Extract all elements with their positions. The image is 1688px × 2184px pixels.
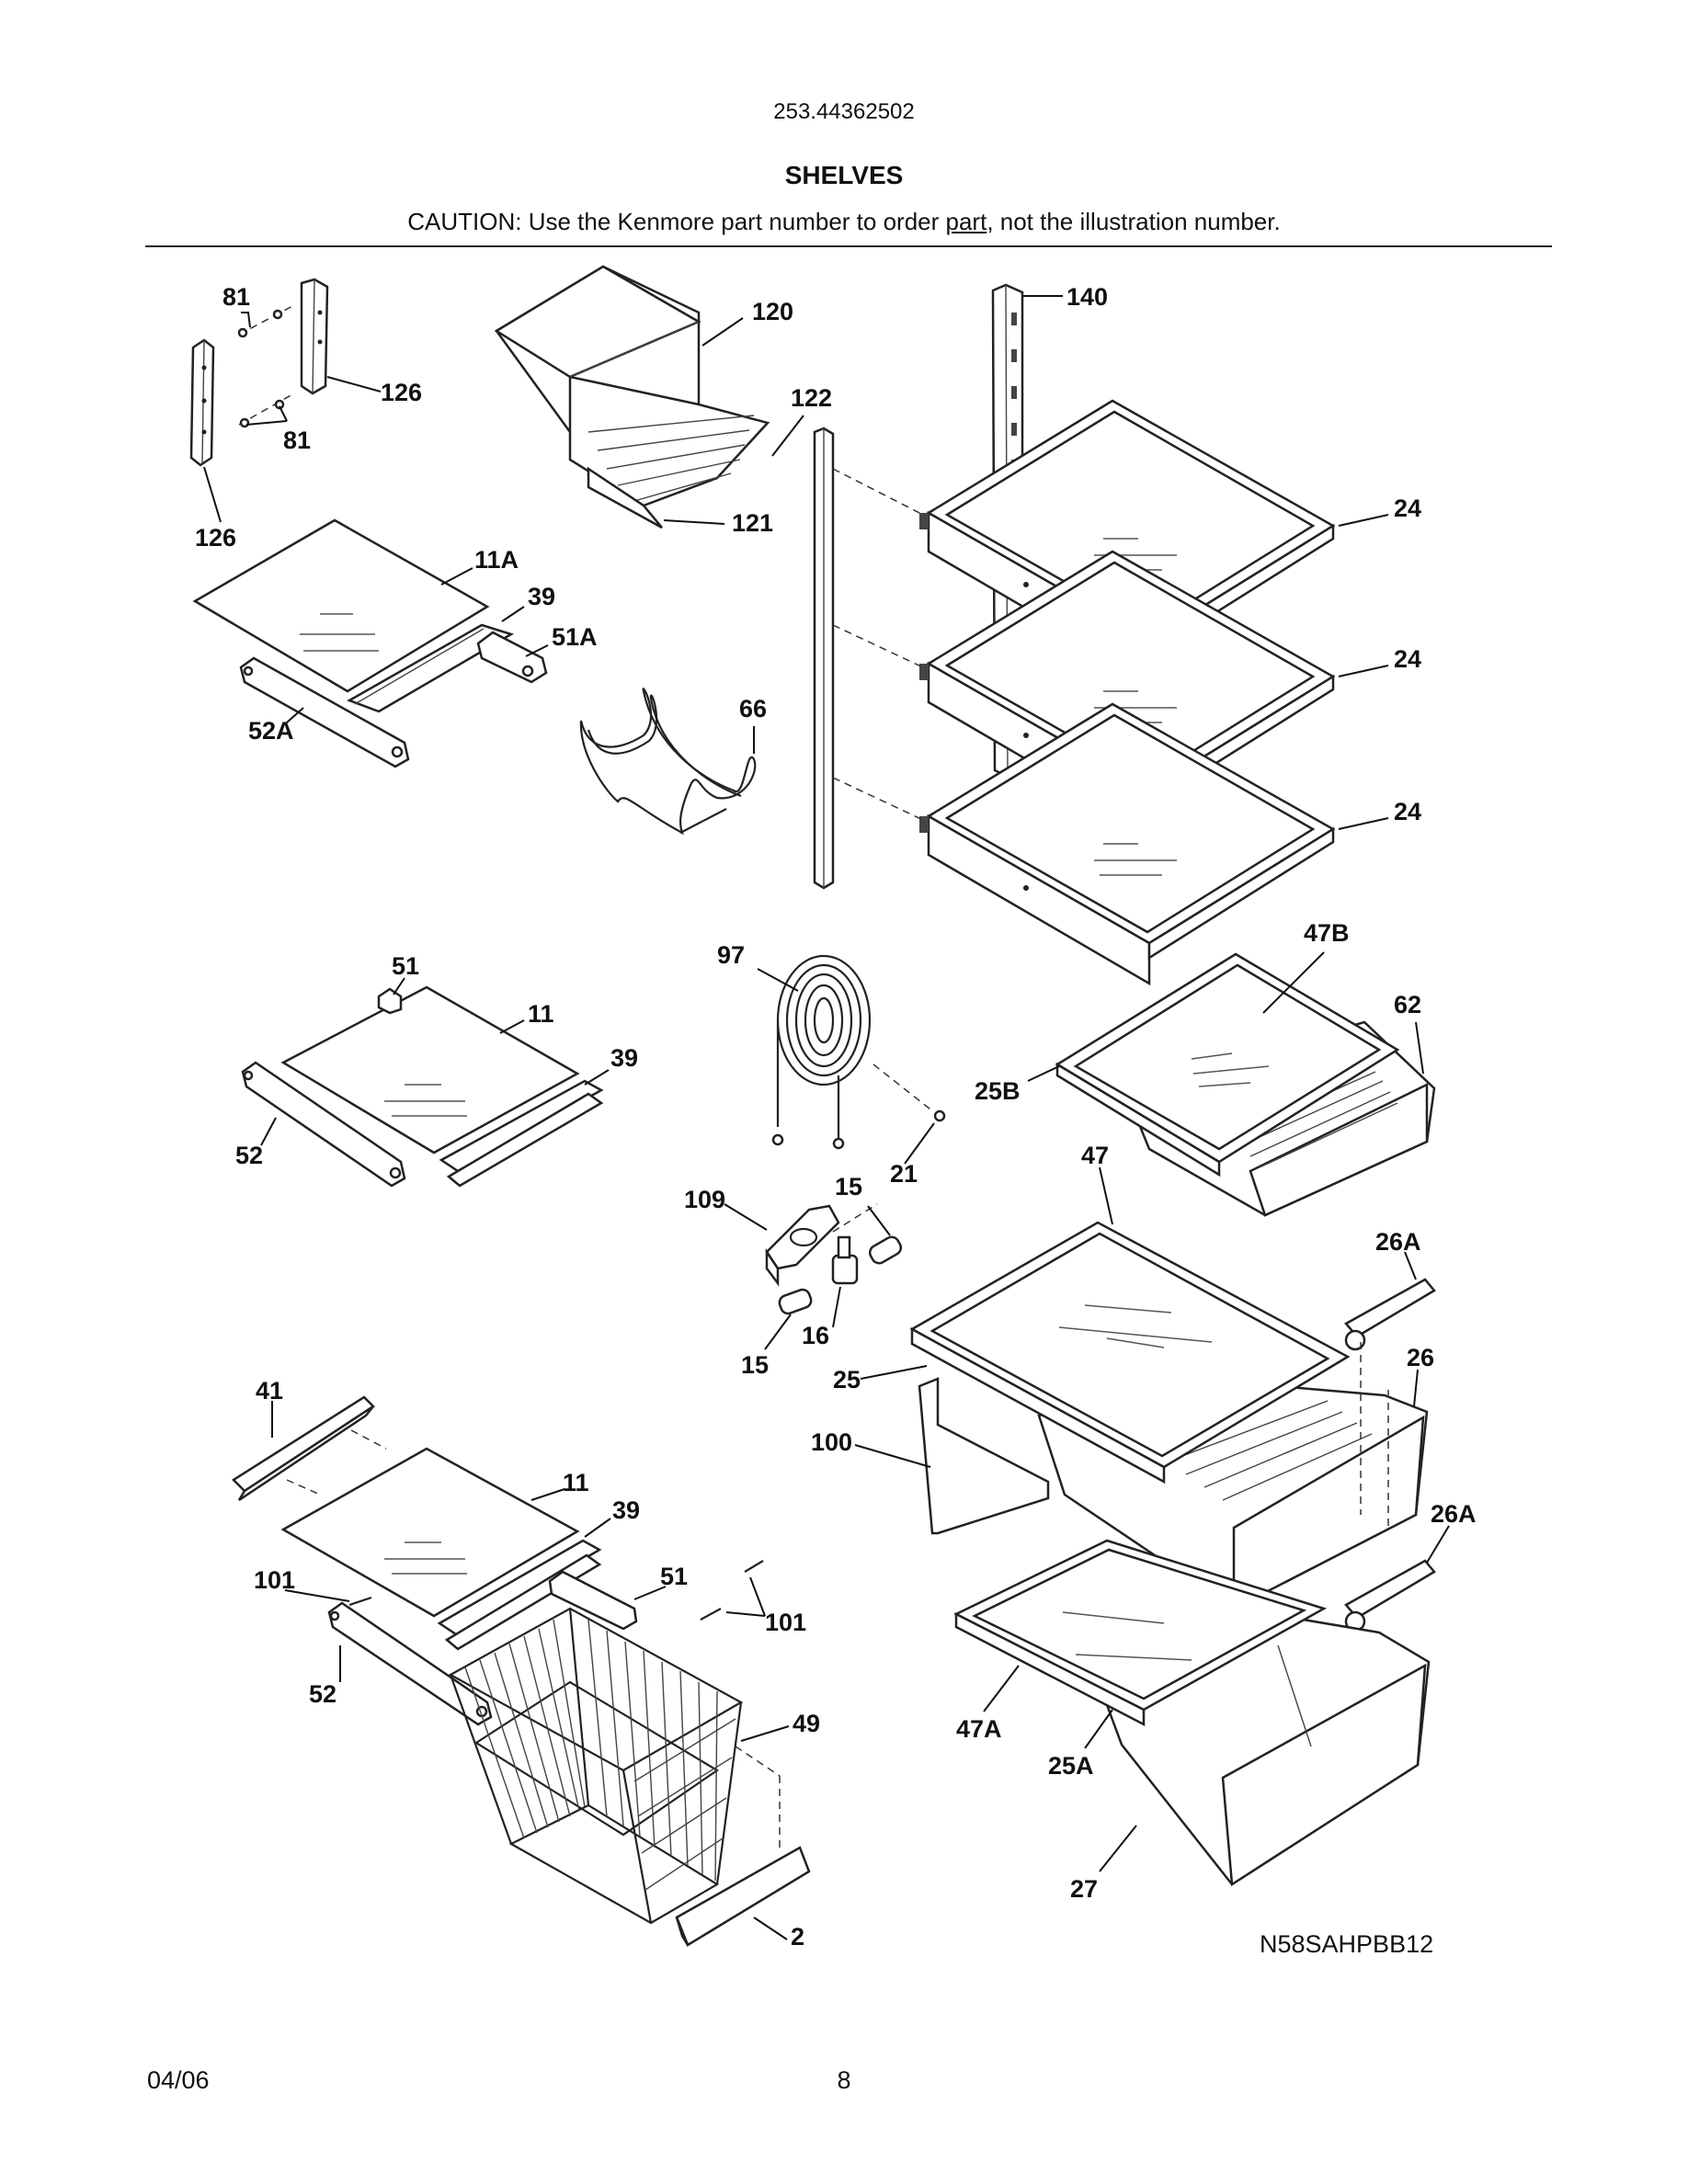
callout-39: 39 [528, 583, 555, 610]
model-number: 253.44362502 [773, 99, 915, 124]
callout-16: 16 [802, 1322, 829, 1349]
drawer-divider-100 [918, 1377, 1050, 1535]
callout-51A: 51A [552, 623, 598, 651]
callout-24: 24 [1394, 495, 1421, 522]
callout-52: 52 [309, 1680, 336, 1708]
page-title: SHELVES [784, 161, 904, 189]
caution-text-start: CAUTION: Use the Kenmore part number to … [407, 208, 946, 235]
rail-52A [239, 656, 410, 768]
callout-52A: 52A [248, 717, 294, 745]
callout-41: 41 [256, 1377, 283, 1405]
callout-47: 47 [1081, 1142, 1109, 1169]
trim-39-upper [347, 623, 515, 713]
callout-109: 109 [684, 1186, 725, 1213]
callout-52: 52 [235, 1142, 263, 1169]
callout-122: 122 [791, 384, 832, 412]
glass-shelf-11-lower [280, 1447, 580, 1618]
light-bulb-15-left [778, 1288, 813, 1315]
caution-note: CAUTION: Use the Kenmore part number to … [0, 208, 1688, 236]
bracket-126-left [189, 338, 215, 467]
bracket-126-right [300, 278, 329, 395]
callout-24: 24 [1394, 645, 1421, 673]
rail-52-lower [327, 1601, 493, 1726]
callout-126: 126 [195, 524, 236, 552]
callout-120: 120 [752, 298, 793, 325]
callout-26A: 26A [1375, 1228, 1421, 1256]
callout-39: 39 [612, 1496, 640, 1524]
lamp-shield-109 [765, 1204, 840, 1287]
callout-101: 101 [765, 1609, 806, 1636]
glass-shelf-11-middle [280, 985, 580, 1155]
callout-25: 25 [833, 1366, 861, 1393]
screw-101-left [348, 1596, 372, 1607]
header-divider [145, 245, 1552, 247]
screws-101-right [700, 1560, 764, 1621]
callout-11: 11 [563, 1469, 589, 1496]
callout-121: 121 [732, 509, 773, 537]
crisper-cover-47 [909, 1221, 1351, 1484]
footer-date: 04/06 [147, 2066, 210, 2094]
callout-39: 39 [610, 1044, 638, 1072]
drawer-slide-26A-lower [1344, 1559, 1436, 1632]
callout-140: 140 [1066, 283, 1108, 311]
callout-97: 97 [717, 941, 745, 969]
front-trim-41 [232, 1395, 375, 1502]
callout-15: 15 [835, 1173, 862, 1200]
callout-25B: 25B [975, 1077, 1021, 1105]
callout-81: 81 [283, 427, 311, 454]
cantilever-shelf-24-bottom [919, 702, 1336, 986]
wire-basket-49 [448, 1607, 744, 1925]
rail-51A [476, 631, 548, 684]
light-socket-16 [831, 1203, 878, 1285]
rail-52-middle [241, 1061, 406, 1188]
callout-101: 101 [254, 1566, 295, 1594]
callout-100: 100 [811, 1428, 852, 1456]
callout-26: 26 [1407, 1344, 1434, 1371]
rail-51-lower [548, 1570, 638, 1631]
screw-81-bottom [238, 392, 295, 428]
deli-drawer-frame-120 [494, 265, 770, 529]
drawer-slide-26A-upper [1344, 1278, 1436, 1351]
callout-15: 15 [741, 1351, 769, 1379]
callout-27: 27 [1070, 1875, 1098, 1903]
callout-51: 51 [392, 952, 419, 980]
trim-39-middle [439, 1079, 604, 1188]
crisper-cover-47B [1055, 952, 1400, 1177]
callout-2: 2 [791, 1923, 804, 1951]
callout-21: 21 [890, 1160, 918, 1188]
callout-126: 126 [381, 379, 422, 406]
light-bulb-15-right [868, 1235, 903, 1265]
crisper-cover-47A [953, 1539, 1328, 1727]
clamp-21 [933, 1109, 946, 1122]
diagram-code: N58SAHPBB12 [1260, 1930, 1434, 1958]
callout-24: 24 [1394, 798, 1421, 825]
water-tube-coil-97 [771, 954, 872, 1150]
callout-49: 49 [793, 1710, 820, 1737]
callout-47A: 47A [956, 1715, 1002, 1743]
screw-81-top [237, 304, 295, 338]
callout-25A: 25A [1048, 1752, 1094, 1780]
shelf-ladder-front [813, 427, 835, 890]
callout-47B: 47B [1304, 919, 1350, 947]
glass-shelf-11A [192, 518, 490, 693]
callout-81: 81 [222, 283, 250, 311]
callout-51: 51 [660, 1563, 688, 1590]
callout-66: 66 [739, 695, 767, 722]
caution-text-end: , not the illustration number. [987, 208, 1281, 235]
callout-11: 11 [528, 1000, 554, 1028]
callout-26A: 26A [1431, 1500, 1477, 1528]
wine-rack-66 [579, 688, 757, 836]
page-number: 8 [837, 2066, 851, 2094]
callout-11A: 11A [474, 546, 519, 574]
basket-front-2 [675, 1846, 811, 1947]
bracket-51-middle [377, 987, 403, 1015]
callout-62: 62 [1394, 991, 1421, 1018]
caution-part-word: part [945, 208, 987, 235]
